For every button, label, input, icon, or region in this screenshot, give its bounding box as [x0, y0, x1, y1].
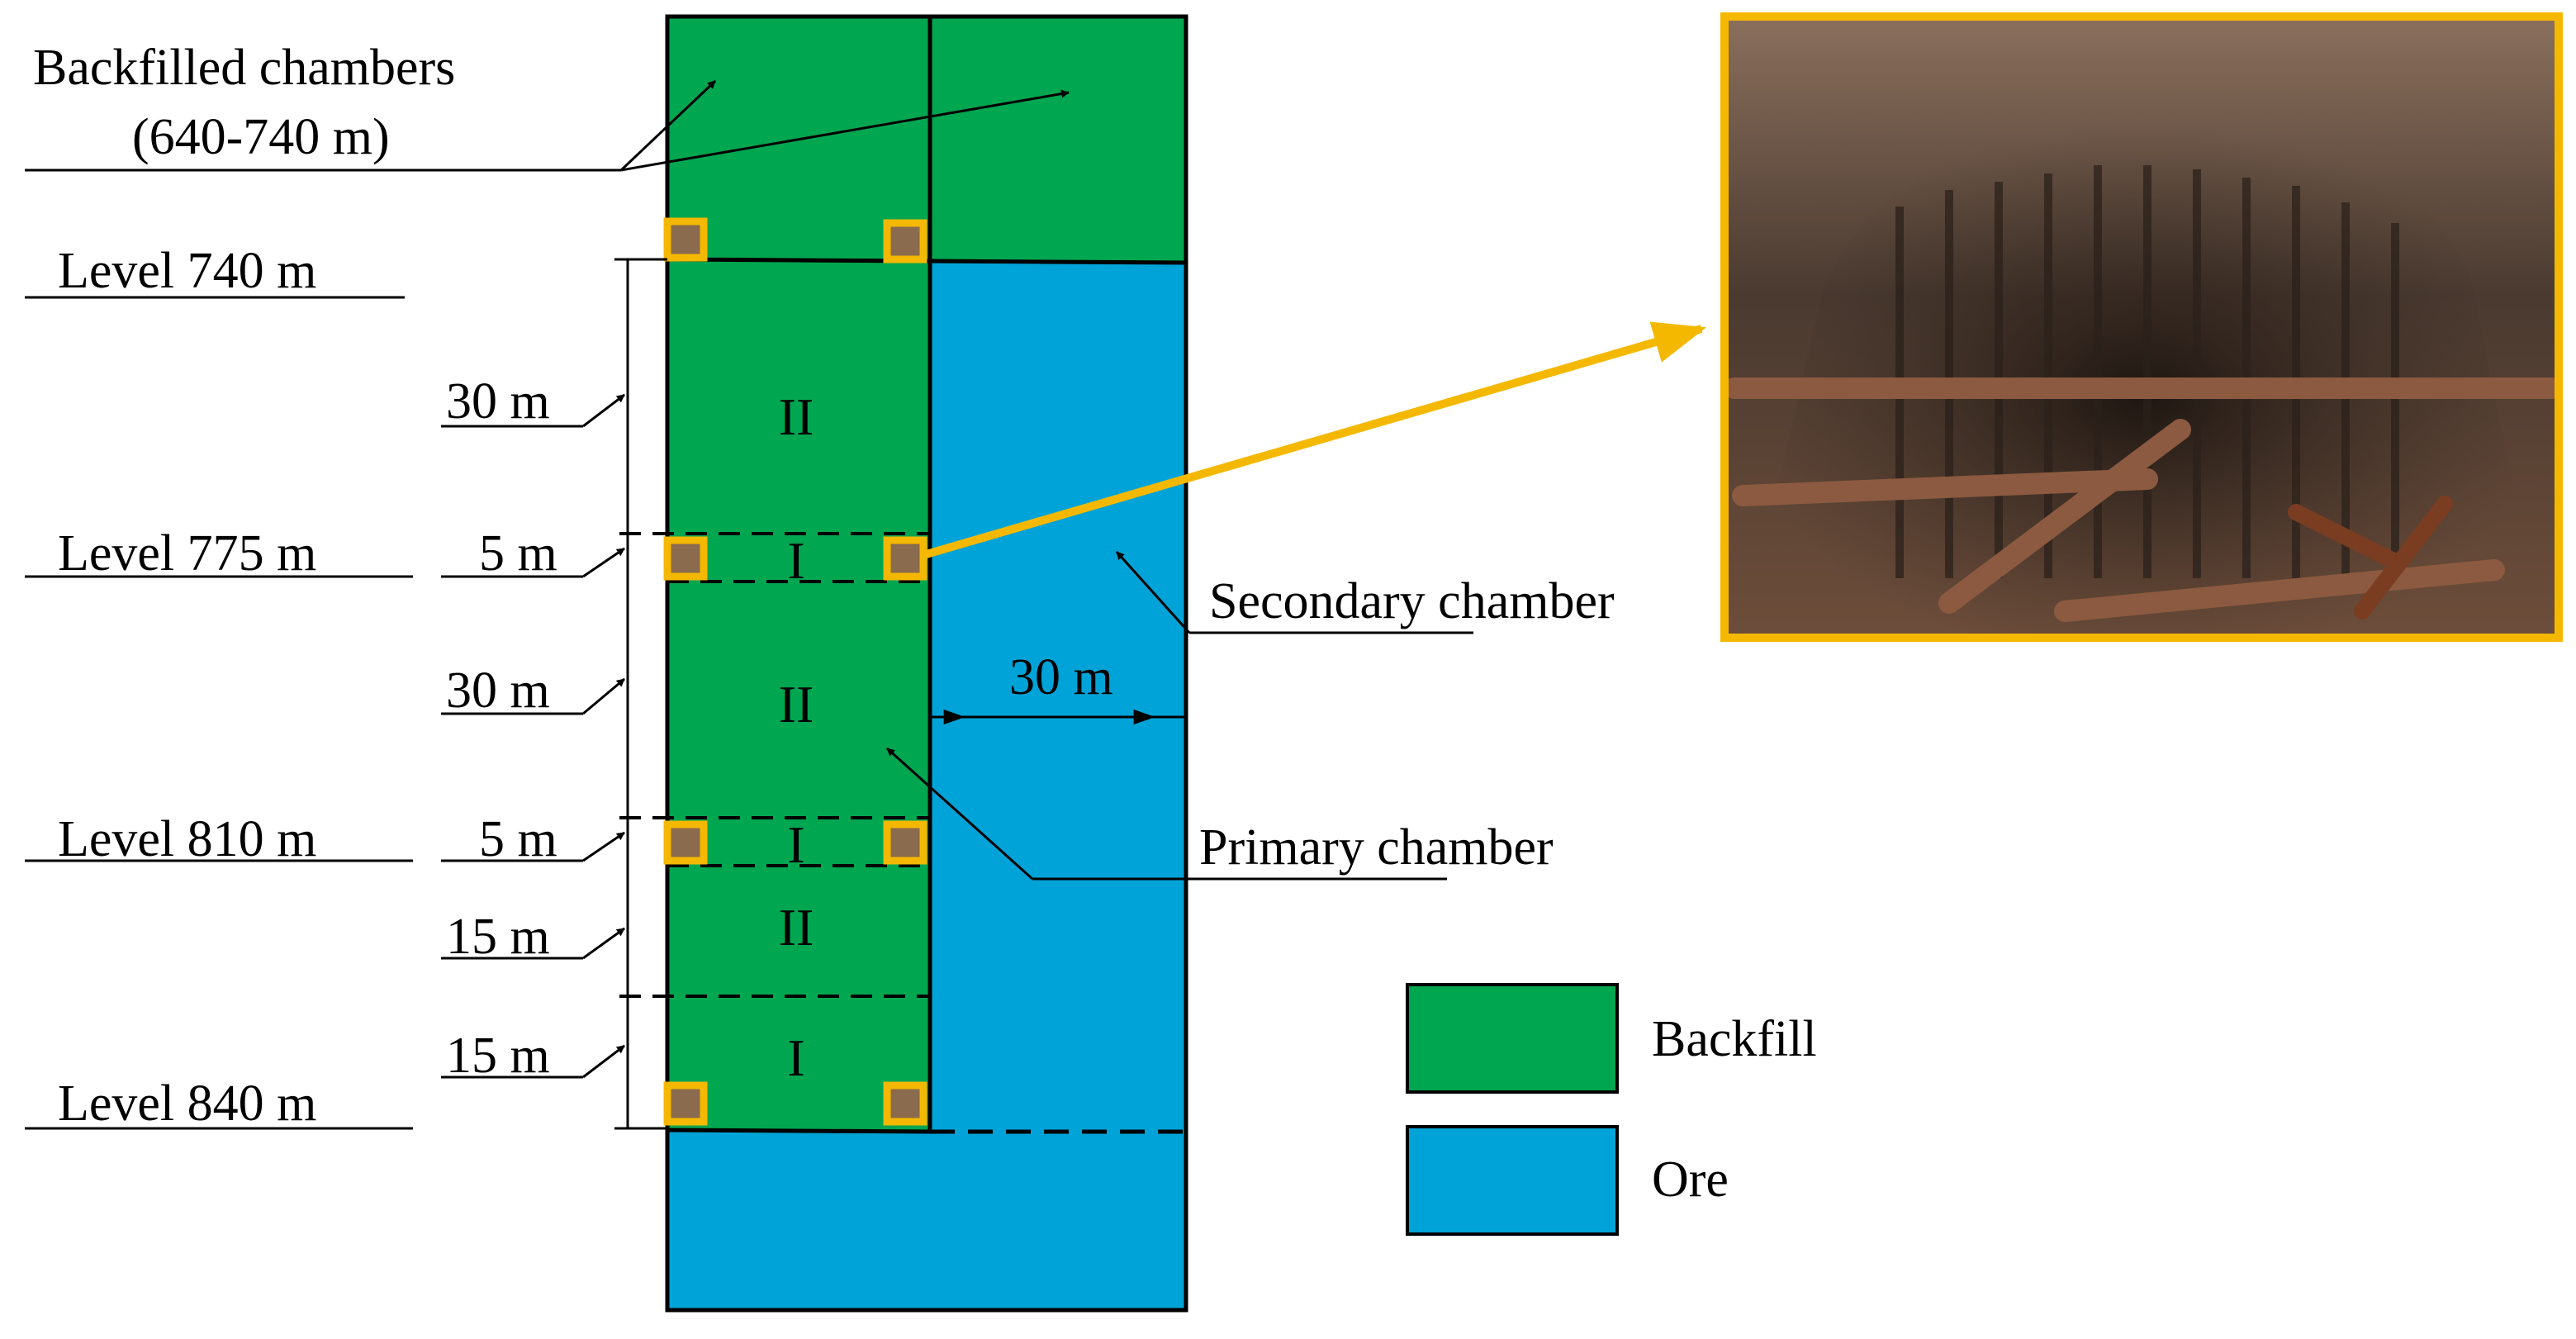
- primary-chamber-label: Primary chamber: [1199, 819, 1554, 876]
- legend: Backfill Ore: [1406, 983, 1817, 1236]
- primary-chamber-backfill: [667, 259, 930, 1130]
- pillar-marker: [883, 536, 927, 581]
- level-label-810: Level 810 m: [58, 811, 316, 867]
- secondary-chamber-ore: [930, 261, 1186, 1132]
- level-label-840: Level 840 m: [58, 1075, 316, 1132]
- sublevel-lines: [619, 532, 930, 998]
- stage-label: II: [779, 898, 814, 957]
- legend-swatch-backfill: [1406, 983, 1619, 1094]
- stage-label: I: [787, 1028, 804, 1087]
- legend-swatch-ore: [1406, 1125, 1619, 1236]
- legend-label-ore: Ore: [1652, 1151, 1729, 1208]
- dimension-label-30m: 30 m: [446, 373, 550, 430]
- dimension-line: [614, 258, 667, 1130]
- pillar-markers: [663, 217, 927, 1126]
- secondary-leader: [1115, 550, 1473, 634]
- stage-label: II: [779, 387, 814, 446]
- pillar-marker: [663, 1081, 708, 1126]
- level-markers: [25, 296, 413, 1130]
- secondary-chamber-label: Secondary chamber: [1209, 573, 1615, 629]
- pillar-marker: [883, 1081, 927, 1126]
- stage-labels: II I II I II I: [779, 387, 814, 1087]
- dimension-leaders: [441, 393, 625, 1079]
- dimension-label-15m: 15 m: [446, 909, 550, 965]
- primary-leader: [885, 747, 1447, 881]
- backfill-upper-left: [667, 17, 930, 259]
- pillar-marker: [663, 536, 708, 581]
- pillar-marker: [883, 820, 927, 865]
- dimension-label-5m: 5 m: [479, 525, 557, 582]
- stage-label: I: [787, 815, 804, 874]
- column-fills: [667, 17, 1186, 1310]
- dimension-label-15m: 15 m: [446, 1028, 550, 1084]
- mine-tunnel-photo: [1720, 12, 2563, 642]
- legend-label-backfill: Backfill: [1652, 1011, 1817, 1067]
- backfill-upper-right: [930, 17, 1186, 261]
- ore-bottom: [667, 1130, 1186, 1310]
- dimension-label-5m: 5 m: [479, 811, 557, 867]
- backfilled-label-line2: (640-740 m): [132, 109, 390, 165]
- pillar-marker: [883, 219, 927, 264]
- width-label: 30 m: [1009, 649, 1113, 705]
- pillar-marker: [663, 217, 708, 262]
- column-outlines: [665, 14, 1188, 1313]
- backfilled-leader: [25, 79, 1070, 172]
- stage-label: I: [787, 531, 804, 590]
- level-label-740: Level 740 m: [58, 243, 316, 299]
- dimension-label-30m: 30 m: [446, 662, 550, 719]
- backfilled-label-line1: Backfilled chambers: [33, 40, 455, 96]
- pillar-marker: [663, 820, 708, 865]
- stage-label: II: [779, 675, 814, 734]
- callout-arrow: [922, 321, 1707, 559]
- level-label-775: Level 775 m: [58, 525, 316, 582]
